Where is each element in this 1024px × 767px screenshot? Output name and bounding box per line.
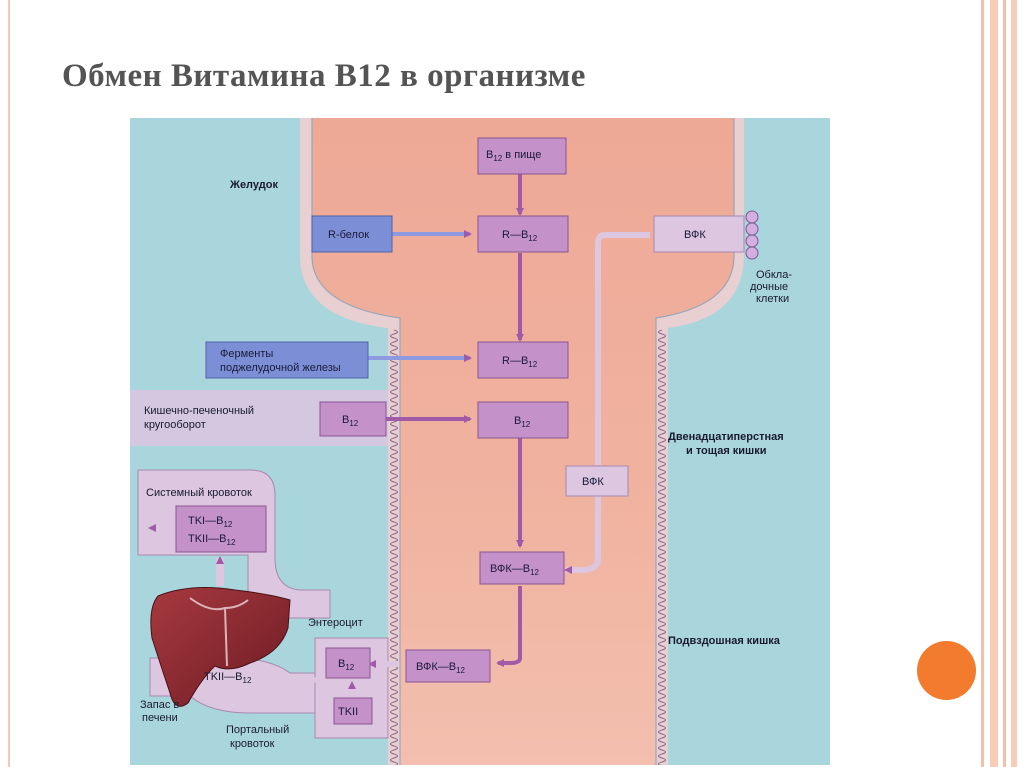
svg-text:ВФК: ВФК: [684, 229, 706, 241]
svg-text:ВФК—B12: ВФК—B12: [490, 563, 540, 577]
b12-metabolism-diagram: B12 в пище R-белок R—B12 ВФК Ферменты по…: [130, 118, 830, 765]
decor-orange-circle: [917, 641, 976, 700]
box-r-b12-stomach: R—B12: [477, 215, 569, 253]
label-parietal-cells: Обкла-: [756, 269, 792, 281]
slide-title: Обмен Витамина B12 в организме: [62, 58, 586, 94]
label-tc2-liver: TKII—B12: [204, 671, 252, 685]
label-enterocyte: Энтероцит: [308, 617, 363, 629]
svg-text:Ферменты: Ферменты: [220, 348, 273, 360]
decor-stripe-2: [990, 0, 998, 767]
svg-text:поджелудочной железы: поджелудочной железы: [220, 362, 341, 374]
parietal-cell: [745, 246, 759, 260]
box-transcobalamin-systemic: TKI—B12 TKII—B12: [175, 505, 267, 553]
label-enterohepatic: Кишечно-печеночный: [144, 405, 254, 417]
decor-stripe-4: [1011, 0, 1017, 767]
box-ifk-top: ВФК: [653, 215, 745, 253]
svg-text:R—B12: R—B12: [502, 355, 538, 369]
svg-text:ВФК—B12: ВФК—B12: [416, 661, 466, 675]
label-liver-store: Запас в: [140, 699, 179, 711]
svg-text:TKI—B12: TKI—B12: [188, 515, 233, 529]
villi-left: [389, 329, 399, 765]
box-b12-enterocyte: B12: [325, 647, 371, 679]
villi-right: [657, 329, 667, 765]
label-duodenum: и тощая кишки: [686, 445, 767, 457]
svg-text:TKII: TKII: [338, 706, 358, 718]
flow-arrow: [564, 496, 601, 574]
svg-text:ВФК: ВФК: [582, 476, 604, 488]
svg-text:B12: B12: [342, 414, 359, 428]
parietal-cell: [745, 234, 759, 248]
svg-text:B12: B12: [338, 658, 355, 672]
label-liver-store: печени: [142, 712, 178, 724]
box-pancreatic-enzymes: Ферменты поджелудочной железы: [205, 341, 369, 379]
parietal-cell: [745, 210, 759, 224]
svg-text:B12 в пище: B12 в пище: [486, 149, 541, 163]
label-enterohepatic: кругооборот: [144, 419, 206, 431]
label-parietal-cells: дочные: [750, 281, 788, 293]
liver: [150, 587, 291, 707]
flow-arrow: [595, 232, 650, 465]
box-r-b12-duodenum: R—B12: [477, 341, 569, 379]
label-parietal-cells: клетки: [756, 293, 789, 305]
label-duodenum: Двенадцатиперстная: [668, 431, 784, 443]
svg-text:R—B12: R—B12: [502, 229, 538, 243]
parietal-cell: [745, 222, 759, 236]
svg-text:R-белок: R-белок: [328, 229, 369, 241]
label-portal: кровоток: [230, 738, 275, 750]
box-ifk-b12-ileum: ВФК—B12: [405, 649, 491, 683]
box-r-protein: R-белок: [311, 215, 393, 253]
decor-left-line: [8, 0, 10, 767]
liver-vessel: [189, 597, 249, 667]
label-portal: Портальный: [226, 724, 289, 736]
label-stomach: Желудок: [229, 179, 278, 191]
lumen-outline-right: [655, 118, 735, 765]
label-ileum: Подвздошная кишка: [668, 635, 781, 647]
box-b12-food: B12 в пище: [477, 137, 567, 175]
lumen: [312, 118, 734, 765]
box-ifk-b12-jejunum: ВФК—B12: [479, 551, 565, 585]
svg-text:TKII—B12: TKII—B12: [188, 533, 236, 547]
lumen-outline-left: [311, 118, 401, 765]
decor-stripe-3: [1003, 0, 1006, 767]
svg-text:B12: B12: [514, 415, 531, 429]
label-systemic: Системный кровоток: [146, 487, 252, 499]
box-tc2-enterocyte: TKII: [333, 697, 373, 725]
box-ifk-mid: ВФК: [565, 465, 629, 497]
decor-stripe-1: [981, 0, 984, 767]
flow-arrow: [496, 586, 522, 667]
box-b12-enterohepatic: B12: [319, 401, 387, 437]
box-b12-free: B12: [477, 401, 569, 439]
